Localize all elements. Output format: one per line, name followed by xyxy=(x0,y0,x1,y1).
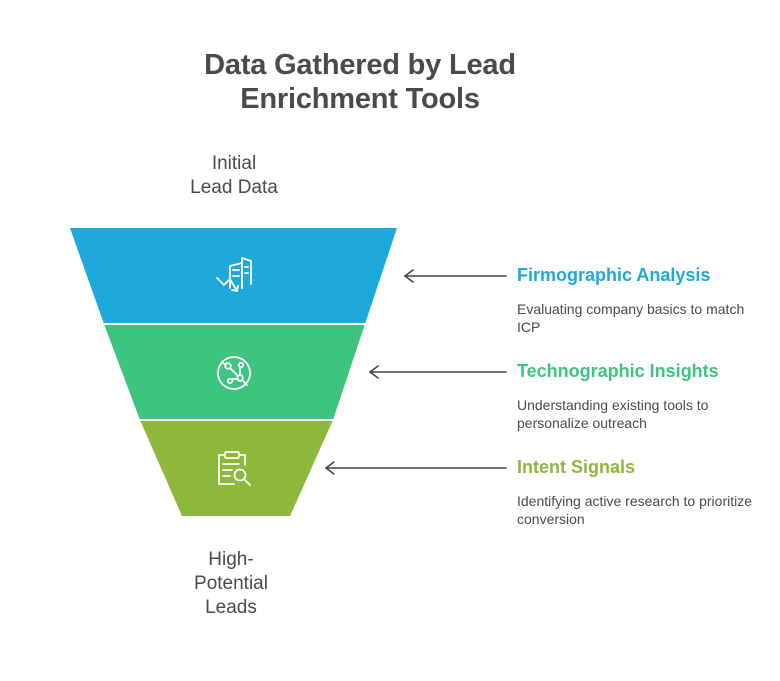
funnel-stage-intent xyxy=(140,420,333,516)
clipboard-search-icon xyxy=(218,451,251,486)
bottom-label-line-2: Potential xyxy=(194,573,268,594)
top-label-line-2: Lead Data xyxy=(190,177,278,198)
title-line-2: Enrichment Tools xyxy=(240,83,480,115)
stage-title-intent: Intent Signals xyxy=(517,457,636,477)
arrow-firmographic xyxy=(404,269,507,283)
stage-title-technographic: Technographic Insights xyxy=(517,361,719,381)
bottom-label-line-3: Leads xyxy=(205,597,257,618)
stage-description-technographic: Understanding existing tools to personal… xyxy=(517,397,709,431)
funnel-top-label: Initial Lead Data xyxy=(174,152,294,200)
stage-description-firmographic: Evaluating company basics to match ICP xyxy=(517,301,745,335)
arrow-technographic xyxy=(369,365,507,379)
diagram-title: Data Gathered by Lead Enrichment Tools xyxy=(130,48,590,116)
title-line-1: Data Gathered by Lead xyxy=(204,49,516,81)
network-nodes-icon xyxy=(217,356,251,390)
arrow-intent xyxy=(325,461,507,475)
stage-title-firmographic: Firmographic Analysis xyxy=(517,265,711,285)
company-chart-icon xyxy=(216,257,252,292)
bottom-label-line-1: High- xyxy=(208,549,254,570)
stage-description-intent: Identifying active research to prioritiz… xyxy=(517,493,752,527)
funnel-bottom-label: High- Potential Leads xyxy=(176,548,286,620)
top-label-line-1: Initial xyxy=(211,153,257,174)
